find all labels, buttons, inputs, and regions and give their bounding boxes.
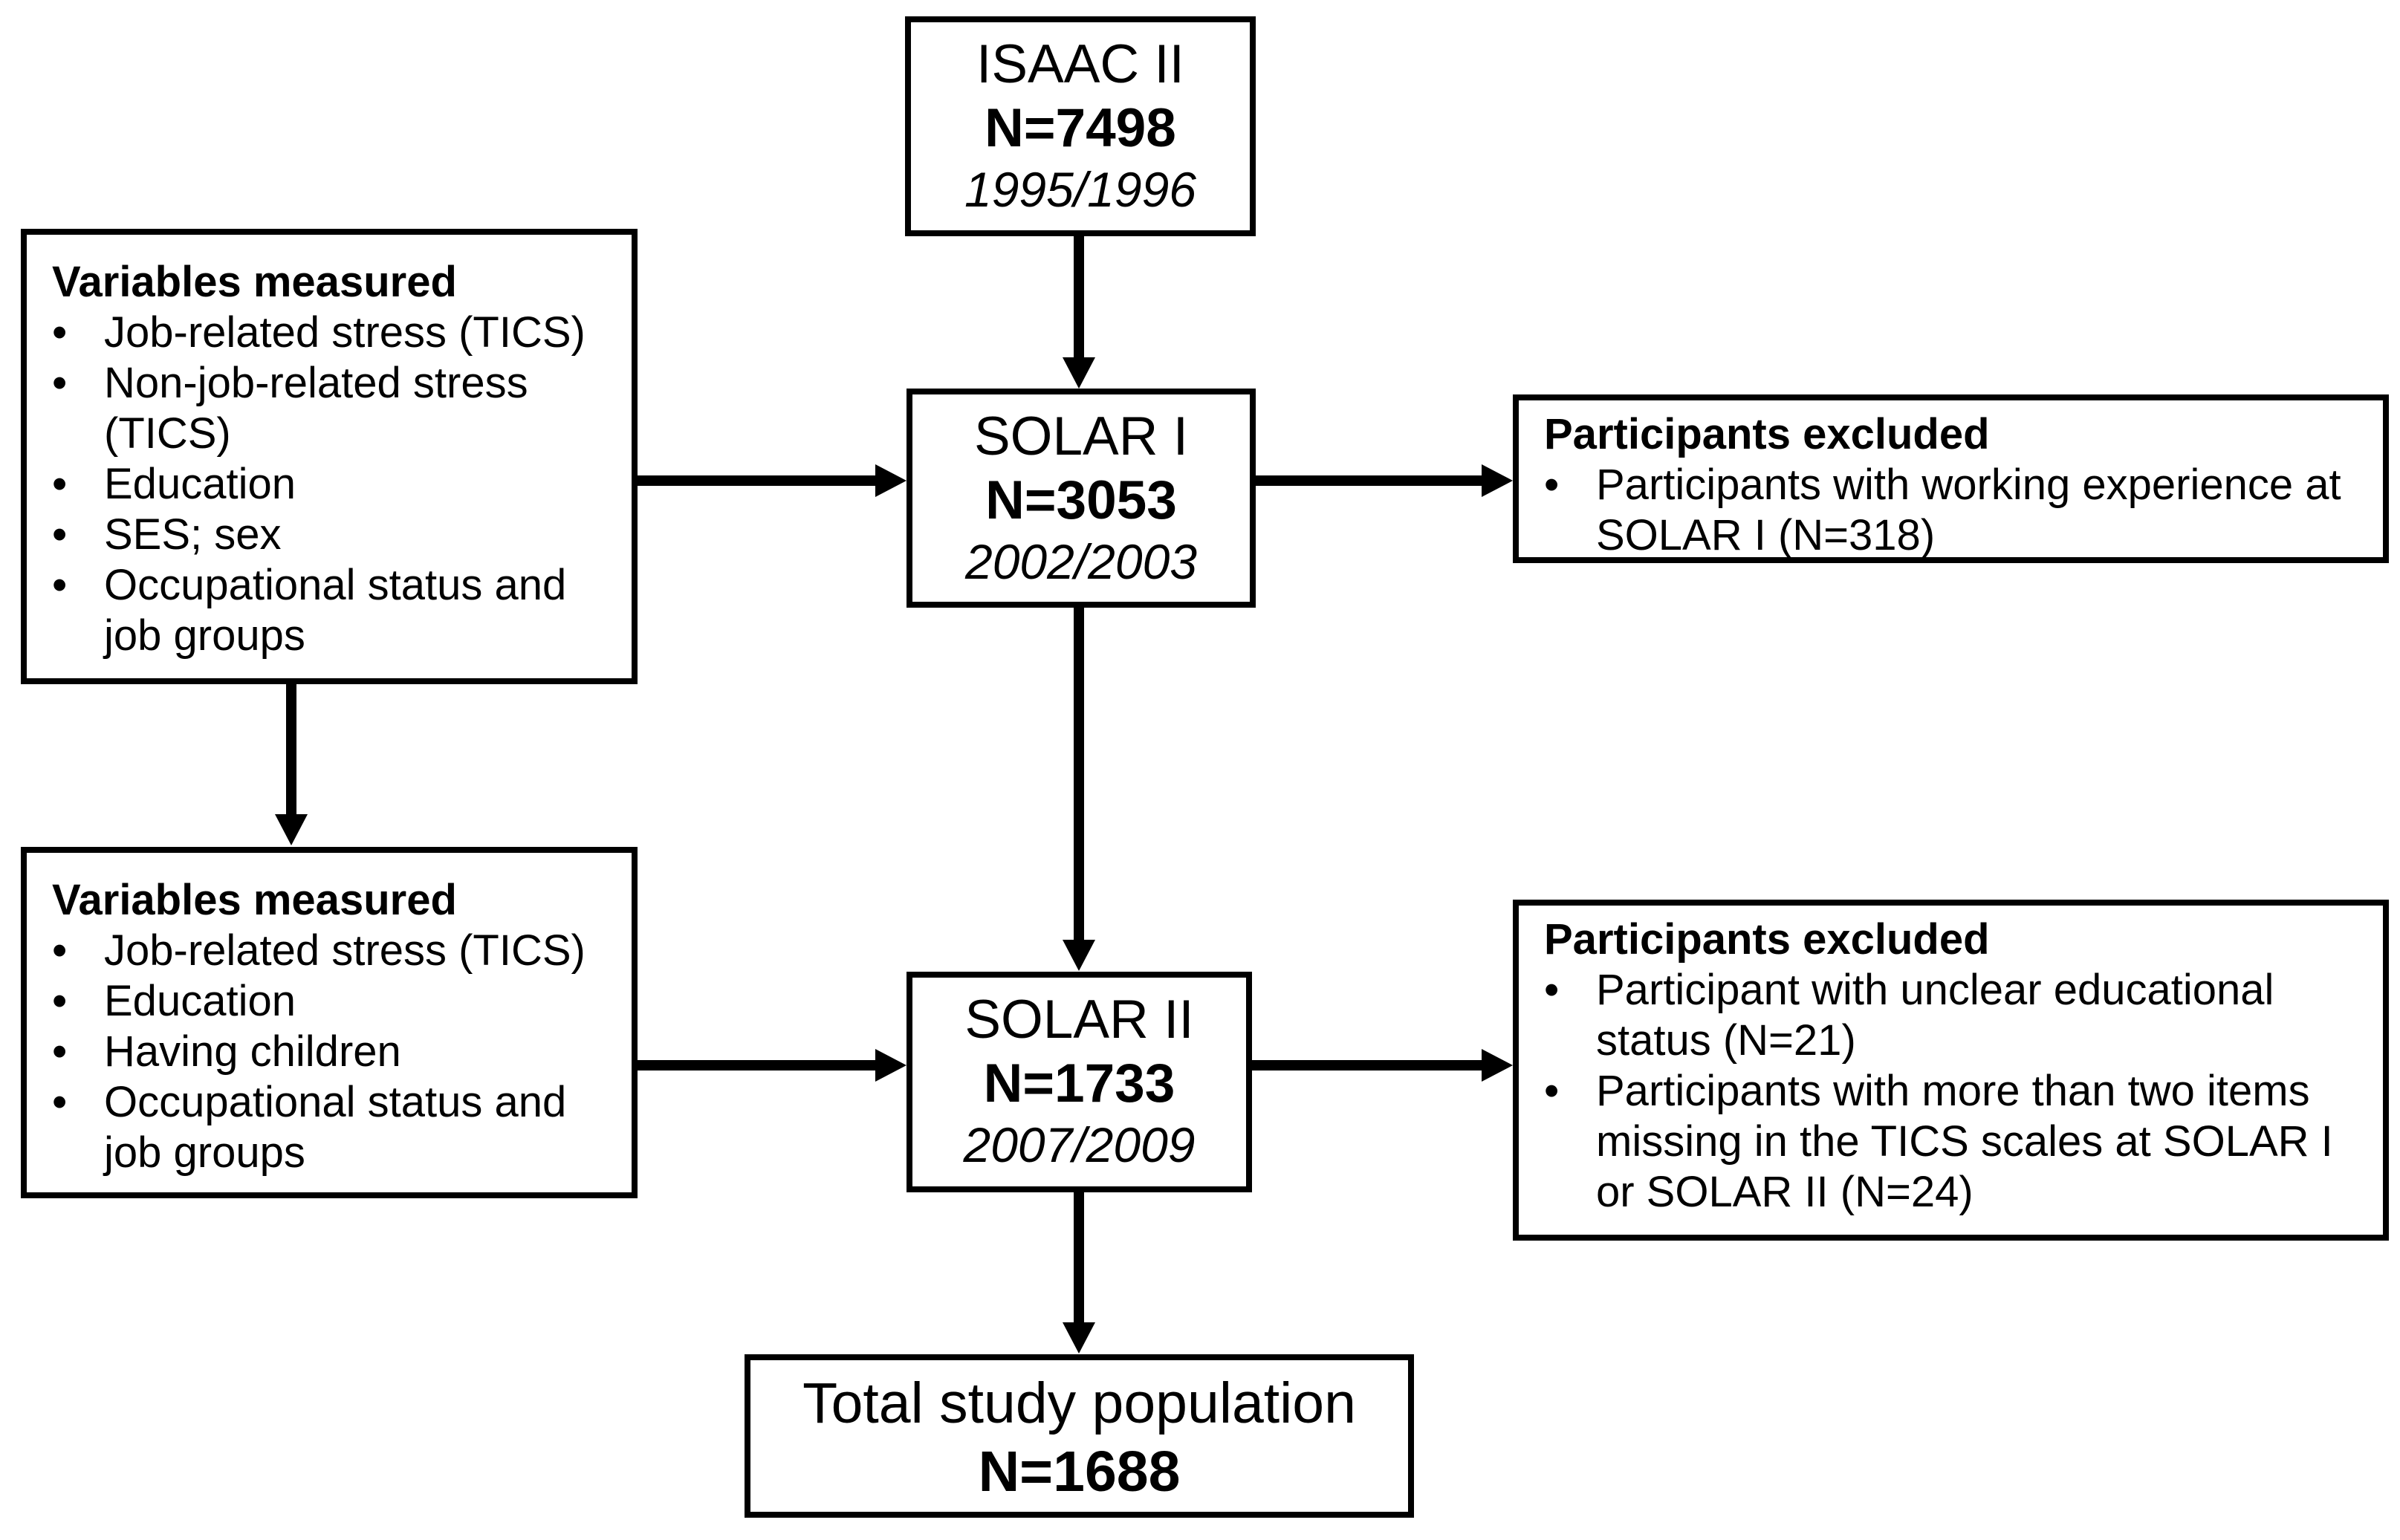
bullet-line: Occupational status and — [104, 561, 567, 609]
study-years: 1995/1996 — [964, 162, 1196, 217]
arrowhead-right-icon — [1482, 1049, 1513, 1082]
box-title: Variables measured — [52, 258, 457, 306]
bullet-item: Education — [52, 976, 624, 1027]
bullet-item: Occupational status and job groups — [52, 1077, 624, 1178]
bullet-line: or SOLAR II (N=24) — [1596, 1168, 1973, 1216]
bullet-line: missing in the TICS scales at SOLAR I — [1596, 1117, 2333, 1166]
bullet-item: Participant with unclear educational sta… — [1544, 965, 2375, 1066]
bullet-line: job groups — [104, 611, 305, 660]
participants-excluded-box-1: Participants excluded Participants with … — [1513, 394, 2389, 563]
arrowhead-down-icon — [1063, 1322, 1095, 1354]
arrowhead-down-icon — [275, 814, 308, 845]
variables-measured-box-1: Variables measured Job-related stress (T… — [21, 229, 638, 684]
box-title: Variables measured — [52, 876, 457, 924]
bullet-item: SES; sex — [52, 510, 624, 560]
total-title: Total study population — [802, 1371, 1356, 1435]
isaac-ii-box: ISAAC II N=7498 1995/1996 — [905, 16, 1256, 236]
bullet-line: job groups — [104, 1128, 305, 1177]
arrowhead-right-icon — [875, 1049, 907, 1082]
arrowhead-right-icon — [1482, 464, 1513, 497]
study-n-count: N=7498 — [985, 98, 1176, 158]
bullet-item: Education — [52, 459, 624, 510]
study-title: SOLAR I — [973, 406, 1189, 467]
arrow-variables1-to-solar1 — [638, 475, 877, 486]
study-years: 2007/2009 — [963, 1117, 1196, 1172]
arrow-solar1-to-solar2 — [1074, 608, 1084, 940]
bullet-item: Participants with more than two items mi… — [1544, 1066, 2375, 1218]
bullet-list: Job-related stress (TICS) Non-job-relate… — [52, 308, 624, 661]
bullet-item: Non-job-related stress (TICS) — [52, 358, 624, 459]
bullet-item: Job-related stress (TICS) — [52, 926, 624, 976]
total-n-count: N=1688 — [978, 1440, 1181, 1504]
arrow-isaac-to-solar1 — [1074, 236, 1084, 358]
study-n-count: N=3053 — [985, 470, 1177, 530]
arrow-solar2-to-excluded2 — [1252, 1060, 1483, 1070]
arrowhead-right-icon — [875, 464, 907, 497]
bullet-line: Education — [104, 460, 296, 508]
bullet-line: SOLAR I (N=318) — [1596, 511, 1936, 559]
bullet-line: Non-job-related stress — [104, 359, 528, 407]
bullet-line: Occupational status and — [104, 1078, 567, 1126]
study-years: 2002/2003 — [965, 534, 1197, 589]
box-title: Participants excluded — [1544, 410, 1990, 458]
study-title: SOLAR II — [964, 990, 1194, 1050]
bullet-line: Education — [104, 977, 296, 1025]
bullet-list: Participant with unclear educational sta… — [1544, 965, 2375, 1218]
study-title: ISAAC II — [976, 34, 1184, 94]
solar-i-box: SOLAR I N=3053 2002/2003 — [907, 389, 1256, 608]
arrow-solar2-to-total — [1074, 1192, 1084, 1323]
bullet-list: Job-related stress (TICS) Education Havi… — [52, 926, 624, 1178]
arrow-variables1-to-variables2 — [286, 684, 296, 815]
bullet-line: status (N=21) — [1596, 1016, 1856, 1065]
bullet-line: Participants with working experience at — [1596, 461, 2341, 509]
arrow-solar1-to-excluded1 — [1256, 475, 1483, 486]
box-title: Participants excluded — [1544, 915, 1990, 964]
bullet-line: (TICS) — [104, 409, 231, 458]
arrowhead-down-icon — [1063, 357, 1095, 389]
bullet-line: Participants with more than two items — [1596, 1067, 2310, 1115]
bullet-list: Participants with working experience at … — [1544, 460, 2375, 561]
arrowhead-down-icon — [1063, 940, 1095, 971]
bullet-item: Occupational status and job groups — [52, 560, 624, 661]
bullet-line: Job-related stress (TICS) — [104, 308, 586, 357]
bullet-item: Participants with working experience at … — [1544, 460, 2375, 561]
total-study-population-box: Total study population N=1688 — [745, 1354, 1414, 1518]
bullet-item: Having children — [52, 1027, 624, 1077]
participants-excluded-box-2: Participants excluded Participant with u… — [1513, 900, 2389, 1241]
bullet-line: Job-related stress (TICS) — [104, 926, 586, 975]
bullet-line: Having children — [104, 1027, 401, 1076]
bullet-line: Participant with unclear educational — [1596, 966, 2274, 1014]
arrow-variables2-to-solar2 — [638, 1060, 877, 1070]
study-n-count: N=1733 — [983, 1053, 1175, 1114]
bullet-line: SES; sex — [104, 510, 282, 559]
bullet-item: Job-related stress (TICS) — [52, 308, 624, 358]
solar-ii-box: SOLAR II N=1733 2007/2009 — [907, 972, 1252, 1192]
variables-measured-box-2: Variables measured Job-related stress (T… — [21, 847, 638, 1198]
